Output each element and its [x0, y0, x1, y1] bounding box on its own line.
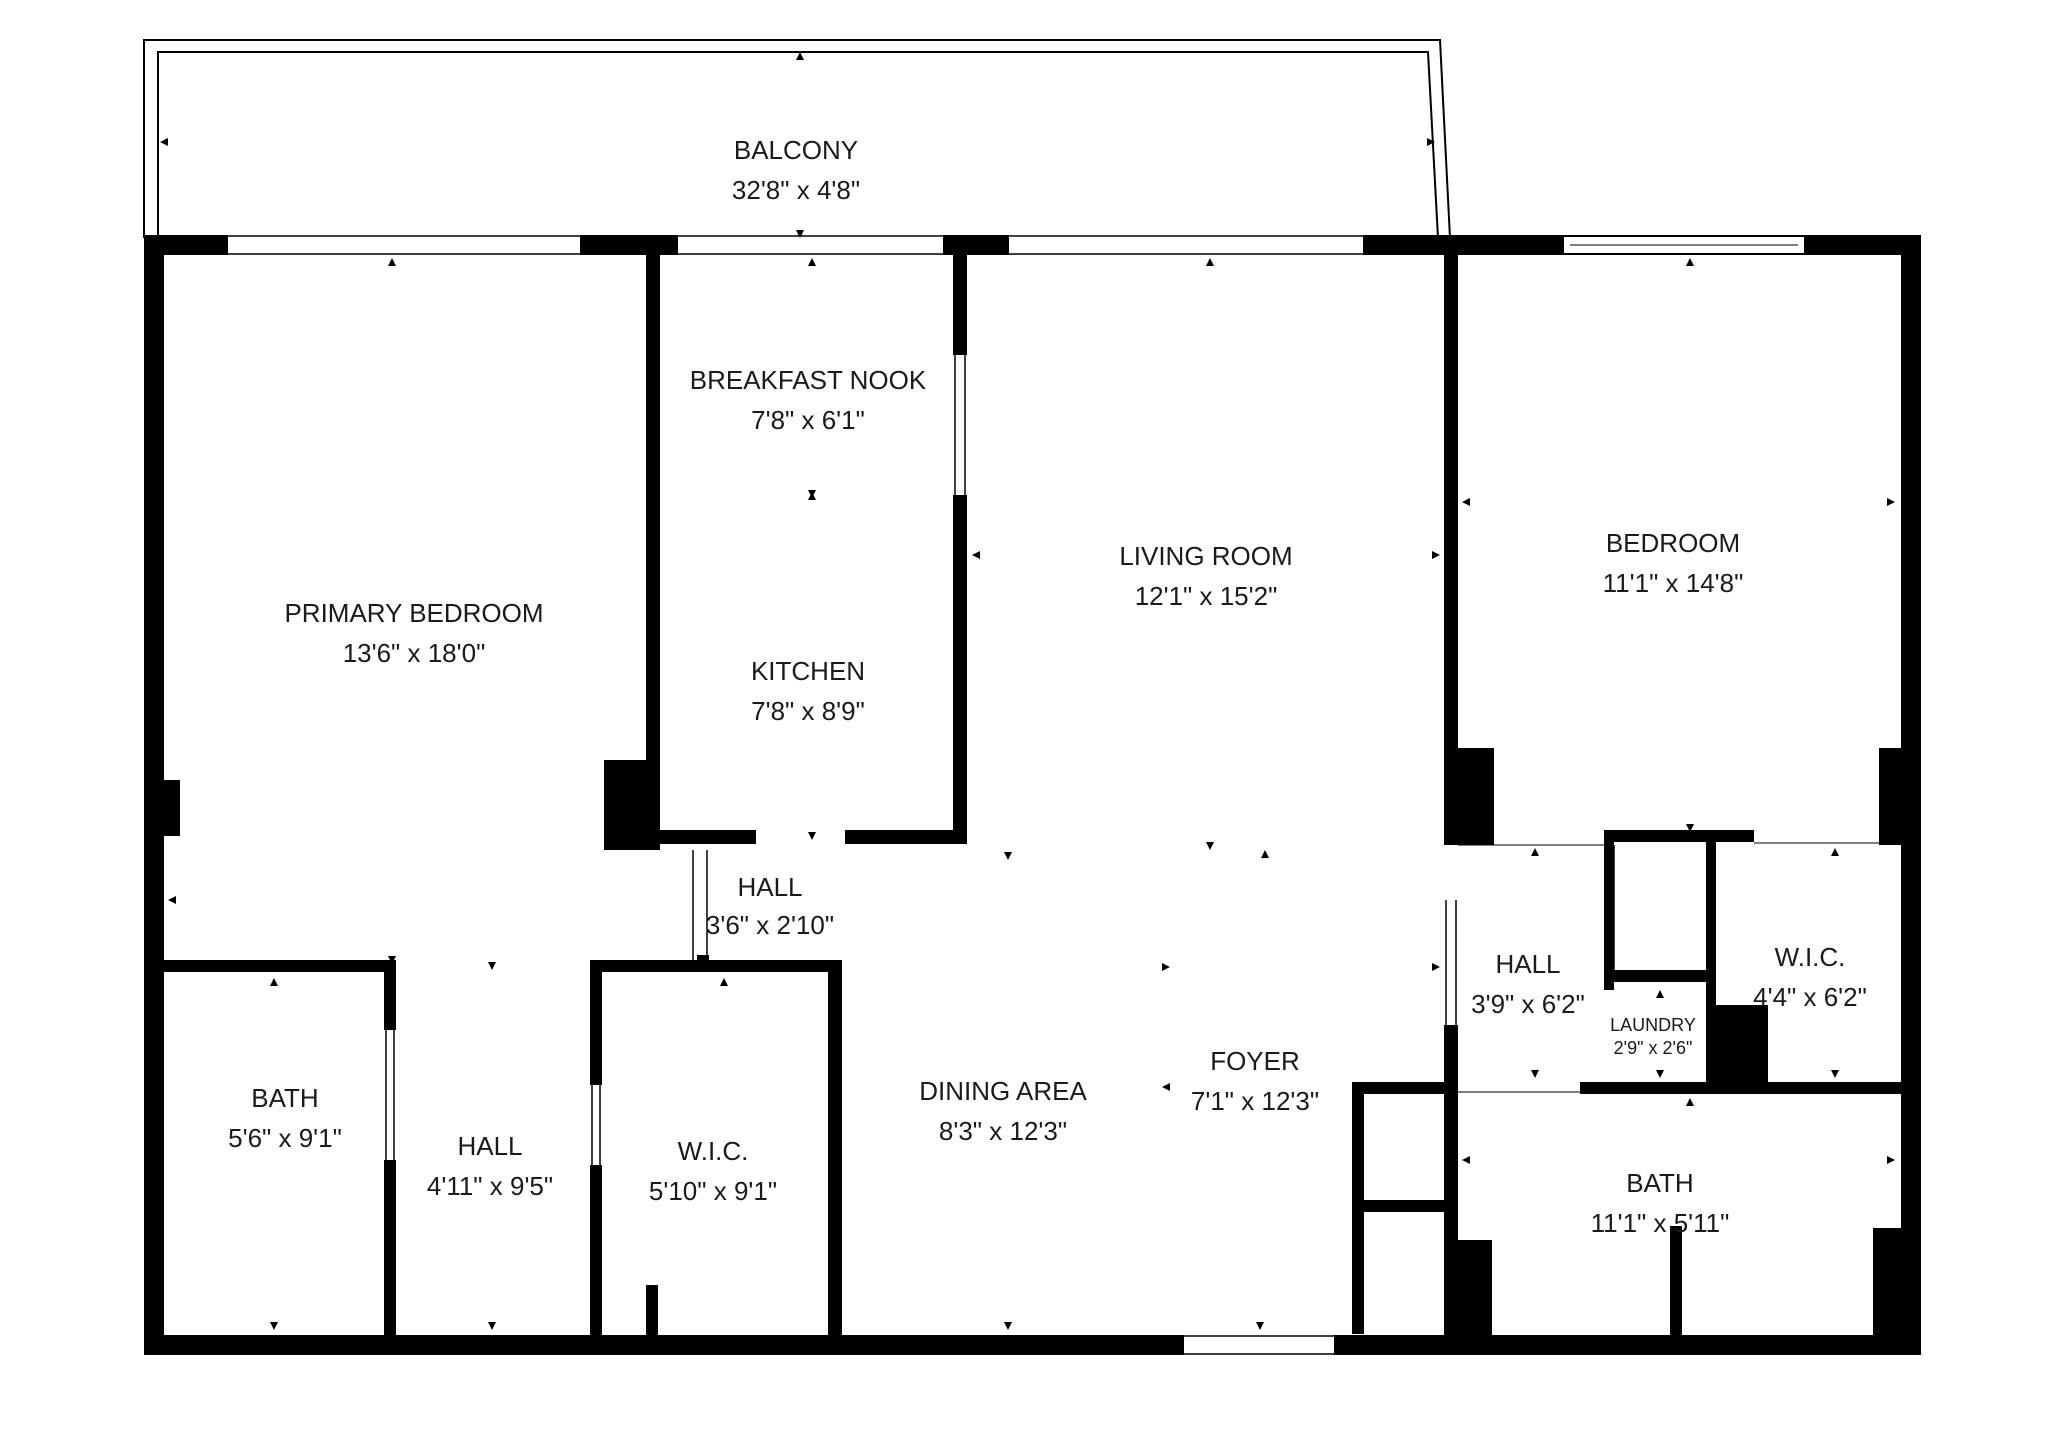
bath-right-label: BATH 11'1" x 5'11"	[1591, 1168, 1730, 1238]
hall-primary-label: HALL 4'11" x 9'5"	[427, 1131, 553, 1201]
svg-text:HALL: HALL	[457, 1131, 522, 1161]
svg-text:LIVING ROOM: LIVING ROOM	[1119, 541, 1292, 571]
svg-text:5'10" x 9'1": 5'10" x 9'1"	[649, 1176, 777, 1206]
svg-text:BATH: BATH	[1626, 1168, 1693, 1198]
svg-text:LAUNDRY: LAUNDRY	[1610, 1015, 1696, 1035]
svg-text:BEDROOM: BEDROOM	[1606, 528, 1740, 558]
wic-left-label: W.I.C. 5'10" x 9'1"	[649, 1136, 777, 1206]
foyer-label: FOYER 7'1" x 12'3"	[1191, 1046, 1319, 1116]
primary-bedroom-label: PRIMARY BEDROOM 13'6" x 18'0"	[284, 598, 543, 668]
hall-right-label: HALL 3'9" x 6'2"	[1471, 949, 1585, 1019]
living-room-label: LIVING ROOM 12'1" x 15'2"	[1119, 541, 1292, 611]
svg-text:7'1" x 12'3": 7'1" x 12'3"	[1191, 1086, 1319, 1116]
openings	[228, 235, 1879, 1355]
svg-text:2'9" x 2'6": 2'9" x 2'6"	[1614, 1038, 1693, 1058]
interior-walls	[164, 255, 1901, 1336]
svg-text:8'3" x 12'3": 8'3" x 12'3"	[939, 1116, 1067, 1146]
svg-text:11'1" x 5'11": 11'1" x 5'11"	[1591, 1208, 1730, 1238]
svg-text:DINING AREA: DINING AREA	[919, 1076, 1087, 1106]
svg-text:KITCHEN: KITCHEN	[751, 656, 865, 686]
wic-right-label: W.I.C. 4'4" x 6'2"	[1753, 942, 1867, 1012]
svg-text:4'4" x 6'2": 4'4" x 6'2"	[1753, 982, 1867, 1012]
svg-text:BREAKFAST NOOK: BREAKFAST NOOK	[690, 365, 927, 395]
svg-text:FOYER: FOYER	[1210, 1046, 1300, 1076]
svg-text:BATH: BATH	[251, 1083, 318, 1113]
svg-text:3'9" x 6'2": 3'9" x 6'2"	[1471, 989, 1585, 1019]
svg-text:7'8" x 6'1": 7'8" x 6'1"	[751, 405, 865, 435]
hall-kitchen-label: HALL 3'6" x 2'10"	[706, 872, 834, 940]
breakfast-nook-label: BREAKFAST NOOK 7'8" x 6'1"	[690, 365, 927, 435]
svg-text:7'8" x 8'9": 7'8" x 8'9"	[751, 696, 865, 726]
svg-text:5'6" x 9'1": 5'6" x 9'1"	[228, 1123, 342, 1153]
svg-text:W.I.C.: W.I.C.	[1775, 942, 1846, 972]
svg-text:32'8" x 4'8": 32'8" x 4'8"	[732, 175, 860, 205]
svg-text:PRIMARY BEDROOM: PRIMARY BEDROOM	[284, 598, 543, 628]
balcony-outline	[143, 39, 1451, 239]
svg-text:4'11" x 9'5": 4'11" x 9'5"	[427, 1171, 553, 1201]
svg-text:12'1" x 15'2": 12'1" x 15'2"	[1135, 581, 1278, 611]
svg-text:3'6" x 2'10": 3'6" x 2'10"	[706, 910, 834, 940]
svg-text:HALL: HALL	[1495, 949, 1560, 979]
room-labels: BALCONY 32'8" x 4'8" BREAKFAST NOOK 7'8"…	[228, 135, 1867, 1238]
svg-text:13'6" x 18'0": 13'6" x 18'0"	[343, 638, 486, 668]
balcony-label: BALCONY 32'8" x 4'8"	[732, 135, 860, 205]
bath-left-label: BATH 5'6" x 9'1"	[228, 1083, 342, 1153]
svg-text:W.I.C.: W.I.C.	[678, 1136, 749, 1166]
dining-area-label: DINING AREA 8'3" x 12'3"	[919, 1076, 1087, 1146]
svg-text:BALCONY: BALCONY	[734, 135, 858, 165]
dimension-markers	[160, 52, 1895, 1330]
exterior-walls	[144, 235, 1921, 1355]
bedroom-label: BEDROOM 11'1" x 14'8"	[1603, 528, 1744, 598]
kitchen-label: KITCHEN 7'8" x 8'9"	[751, 656, 865, 726]
svg-text:11'1" x 14'8": 11'1" x 14'8"	[1603, 568, 1744, 598]
svg-text:HALL: HALL	[737, 872, 802, 902]
laundry-label: LAUNDRY 2'9" x 2'6"	[1610, 1015, 1696, 1058]
